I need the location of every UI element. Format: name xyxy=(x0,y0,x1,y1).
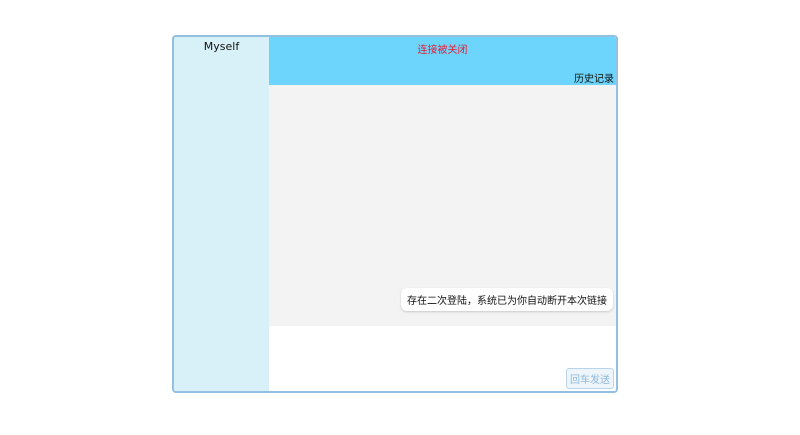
sidebar-user-name[interactable]: Myself xyxy=(203,40,240,53)
send-button[interactable]: 回车发送 xyxy=(566,368,614,389)
chat-header: 连接被关闭 历史记录 xyxy=(269,37,616,85)
message-bubble: 存在二次登陆，系统已为你自动断开本次链接 xyxy=(401,288,613,311)
contact-sidebar: Myself xyxy=(174,37,269,391)
message-input[interactable]: 回车发送 xyxy=(269,326,616,391)
chat-main: 连接被关闭 历史记录 存在二次登陆，系统已为你自动断开本次链接 回车发送 xyxy=(269,37,616,391)
chat-window: Myself 连接被关闭 历史记录 存在二次登陆，系统已为你自动断开本次链接 回… xyxy=(172,35,618,393)
history-link[interactable]: 历史记录 xyxy=(574,74,614,85)
connection-status: 连接被关闭 xyxy=(417,45,468,56)
message-list: 存在二次登陆，系统已为你自动断开本次链接 xyxy=(269,85,616,326)
